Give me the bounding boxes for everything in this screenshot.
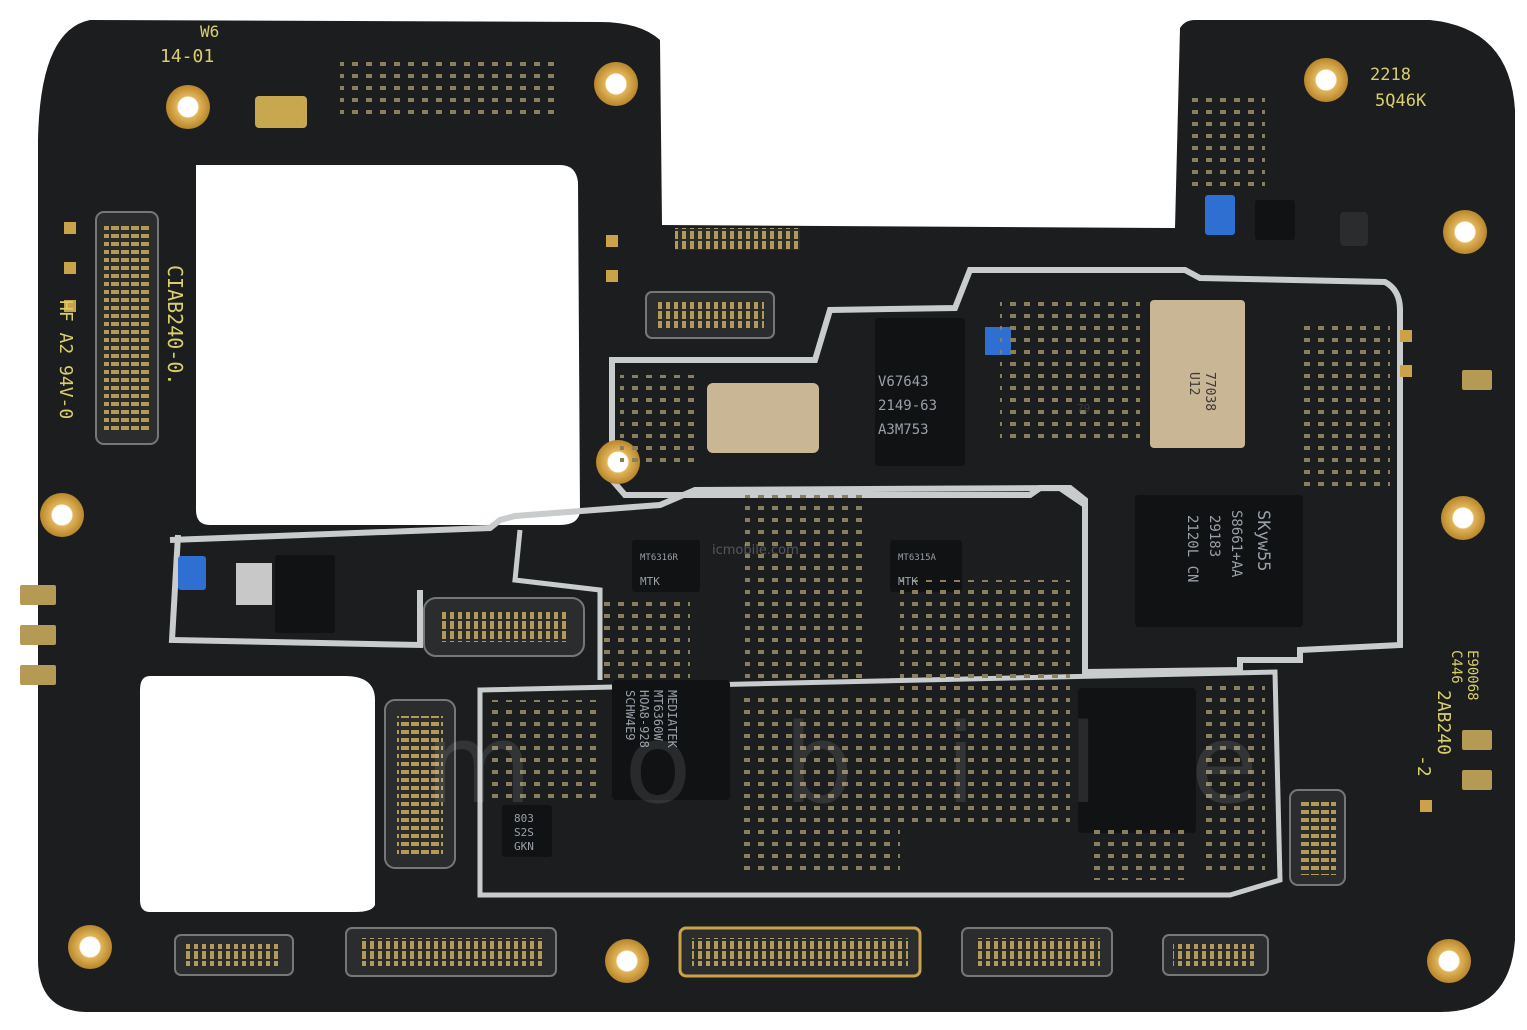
chip-skyworks-3: 29183 [1206, 515, 1222, 557]
chip-mediatek-1: MEDIATEK [665, 690, 679, 749]
chip-mtk-1-brand: MTK [640, 575, 660, 588]
silk-lot-1: 2218 [1370, 65, 1411, 85]
chip-mtk-1-part: MT6316R [640, 553, 679, 563]
chip-main-line-2: 2149-63 [878, 398, 937, 414]
chip-skyworks-4: 2120L CN [1184, 515, 1200, 582]
silk-date: 14-01 [160, 46, 214, 67]
silk-rev-2: E90068 [1464, 650, 1480, 701]
silk-week: W6 [200, 22, 219, 41]
chip-wifi-1: 77038 [1202, 372, 1217, 411]
passive-components [340, 55, 1390, 880]
watermark: icmobile [150, 700, 1351, 828]
chip-mtk-2-brand: MTK [898, 575, 918, 588]
chip-skyworks-1: SKyw55 [1253, 510, 1273, 571]
solder-pads [20, 222, 1492, 812]
board-to-board-connectors [95, 211, 1346, 978]
chip-qfn-3: GKN [514, 840, 534, 853]
silk-board-code-2a: 2AB240 [1433, 690, 1454, 755]
chip-wifi-2: U12 [1186, 372, 1201, 395]
silk-lot-2: 5Q46K [1375, 91, 1427, 111]
chip-qfn-1: 803 [514, 812, 534, 825]
chip-main-line-3: A3M753 [878, 422, 929, 438]
chip-mediatek-3: HOA8-928 [637, 690, 651, 748]
chip-mtk-2-part: MT6315A [898, 553, 937, 563]
chip-mediatek-2: MT6360W [651, 690, 665, 741]
chip-qfn-2: S2S [514, 826, 534, 839]
ic-chips [178, 96, 1368, 857]
chip-main-line-1: V67643 [878, 374, 929, 390]
watermark-small: icmobile.com [712, 543, 799, 558]
silk-rev-1: C446 [1448, 650, 1464, 684]
mounting-holes [40, 58, 1487, 983]
silk-board-code-2b: -2 [1413, 755, 1434, 777]
chip-skyworks-2: S8661+AA [1228, 510, 1244, 578]
chip-small-1: 79 [1077, 402, 1090, 415]
silk-flammability: HF A2 94V-0 [55, 300, 76, 419]
shield-frame [609, 267, 1403, 676]
chip-mediatek-4: SCHW4E9 [623, 690, 637, 741]
silk-board-code: CIAB240-0. [163, 265, 187, 385]
